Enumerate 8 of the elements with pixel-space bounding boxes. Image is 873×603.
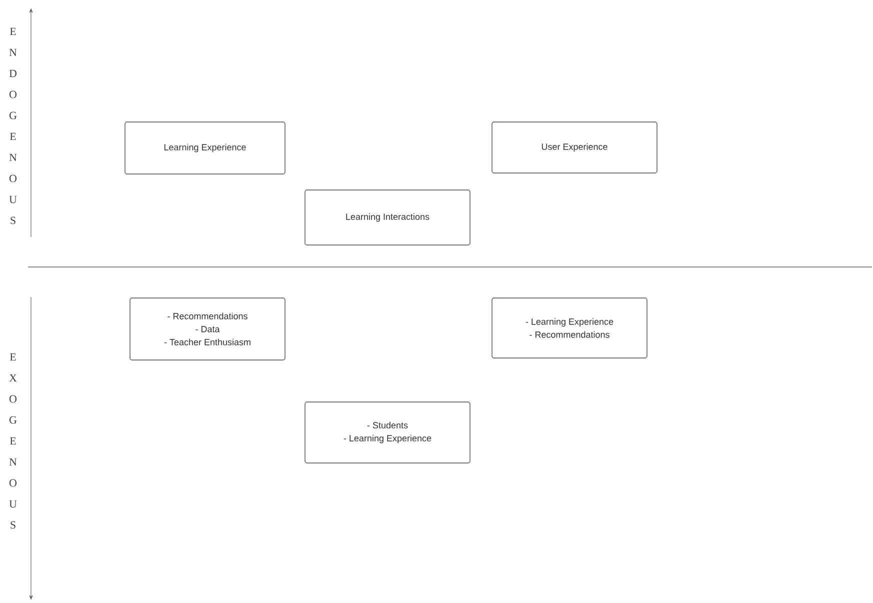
axis-label: EXOGENOUS (9, 353, 17, 529)
text-box: - Learning Experience - Recommendations (492, 298, 648, 358)
text-box: User Experience (492, 122, 658, 174)
text-box: Learning Interactions (304, 190, 470, 246)
text-box: Learning Experience (124, 122, 286, 174)
text-box: - Students - Learning Experience (304, 402, 470, 464)
axis-label: ENDOGENOUS (9, 28, 17, 224)
text-box: - Recommendations - Data - Teacher Enthusiasm (130, 298, 286, 360)
